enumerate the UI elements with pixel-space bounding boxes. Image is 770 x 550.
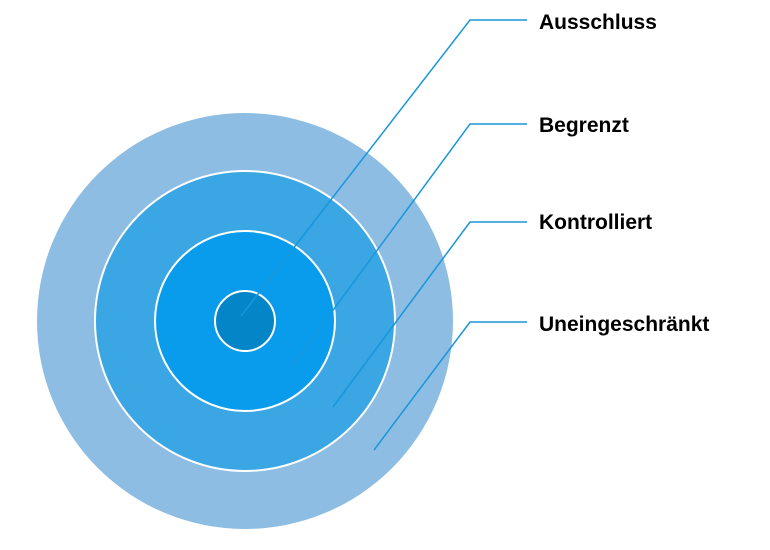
- label-ausschluss: Ausschluss: [539, 11, 657, 34]
- leader-line-ausschluss: [240, 19, 527, 317]
- label-uneingeschraenkt: Uneingeschränkt: [539, 313, 709, 336]
- zone-ausschluss: [214, 290, 276, 352]
- label-kontrolliert: Kontrolliert: [539, 211, 652, 234]
- label-begrenzt: Begrenzt: [539, 114, 629, 137]
- leader-line-uneingeschraenkt: [373, 321, 527, 451]
- leader-line-begrenzt: [291, 123, 527, 367]
- leader-line-kontrolliert: [332, 221, 527, 408]
